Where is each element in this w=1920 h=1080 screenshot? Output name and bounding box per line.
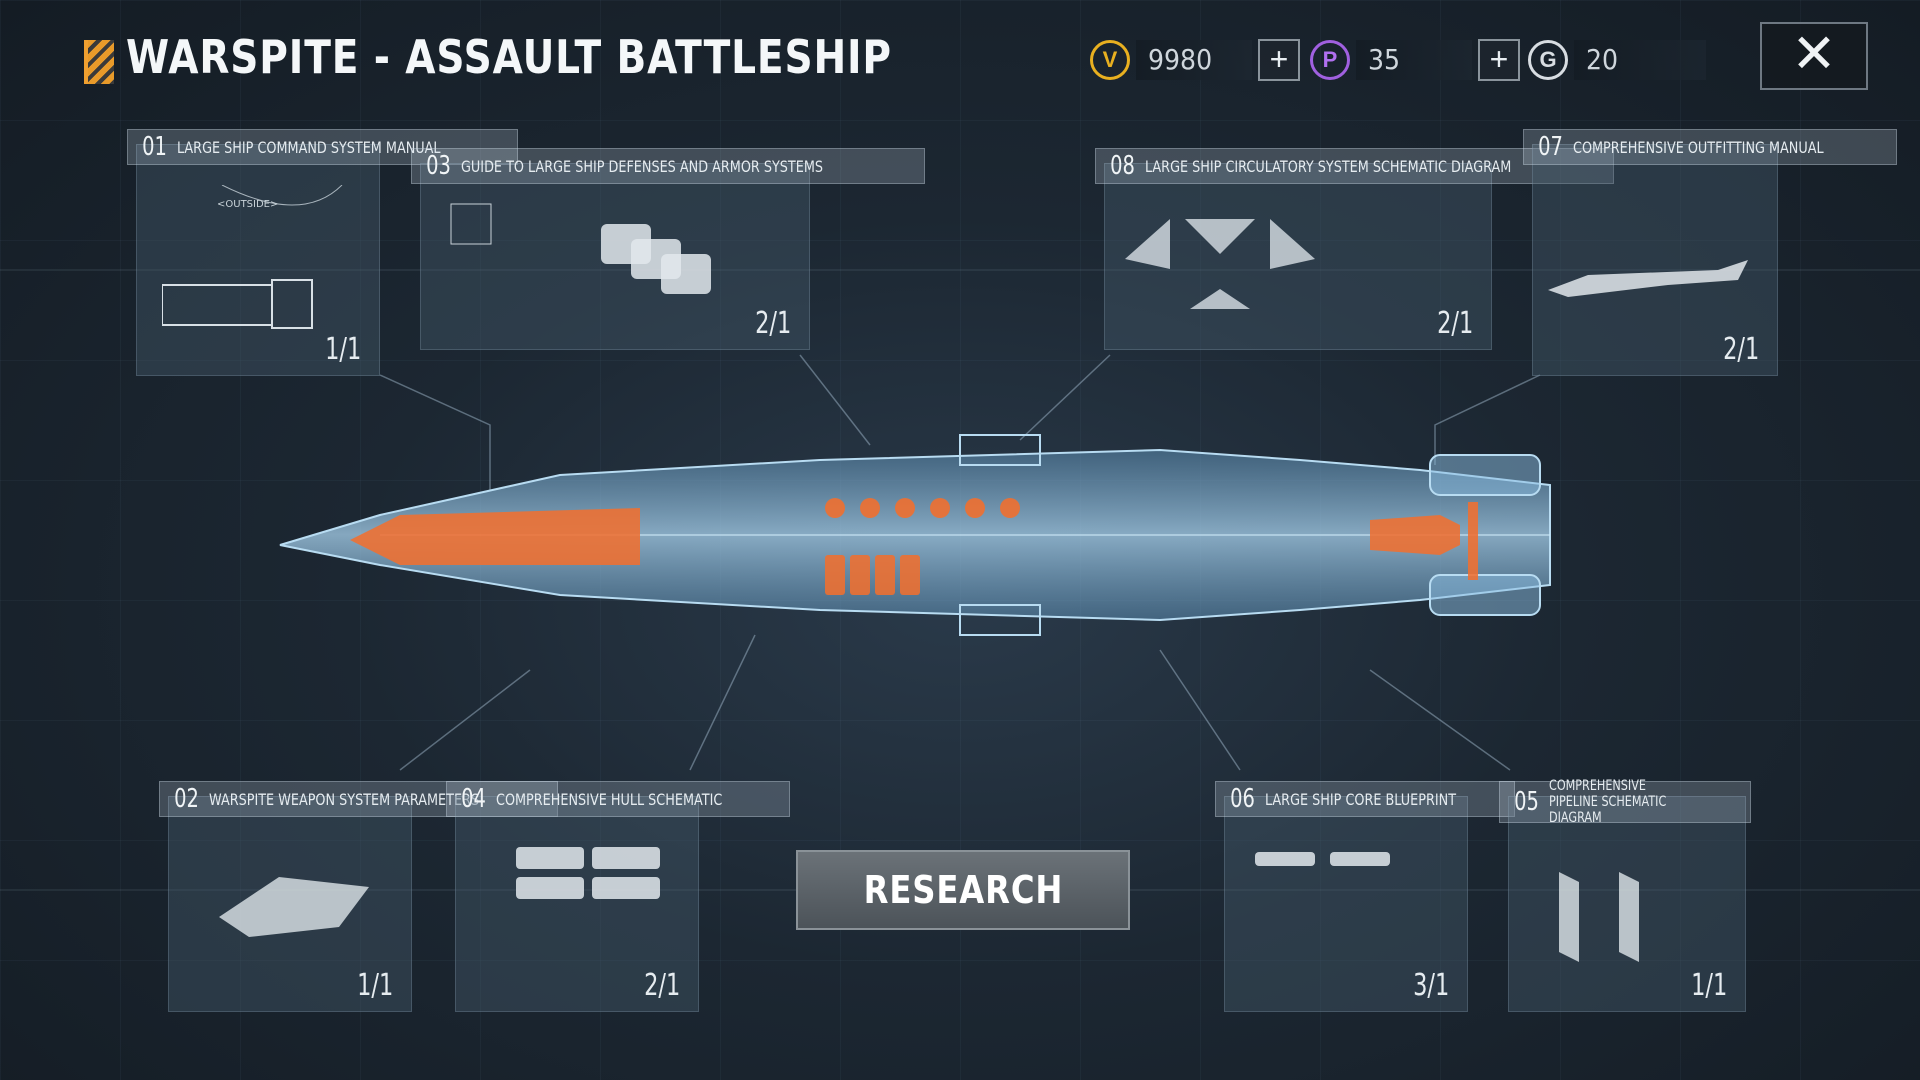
card-07[interactable]: 07 COMPREHENSIVE OUTFITTING MANUAL 2/1 — [1523, 129, 1898, 376]
add-premium-button[interactable]: + — [1478, 39, 1520, 81]
card-02[interactable]: 02 WARSPITE WEAPON SYSTEM PARAMETERS 1/1 — [159, 781, 558, 1012]
card-count: 2/1 — [1436, 306, 1473, 341]
card-count: 1/1 — [324, 332, 361, 367]
svg-text:<OUTSIDE>: <OUTSIDE> — [217, 199, 278, 210]
card-count: 1/1 — [1690, 968, 1727, 1003]
card-number: 02 — [174, 784, 199, 814]
card-number: 05 — [1514, 787, 1539, 817]
card-count: 2/1 — [643, 968, 680, 1003]
highlight-engine-core — [1370, 515, 1460, 555]
command-manual-thumbnail: <OUTSIDE> — [162, 185, 343, 329]
card-header: 07 COMPREHENSIVE OUTFITTING MANUAL — [1523, 129, 1898, 165]
card-count: 3/1 — [1412, 968, 1449, 1003]
pipeline-schematic-thumbnail — [1559, 872, 1639, 962]
card-header: 08 LARGE SHIP CIRCULATORY SYSTEM SCHEMATI… — [1095, 148, 1614, 184]
card-header: 05 COMPREHENSIVE PIPELINE SCHEMATIC DIAGR… — [1499, 778, 1751, 826]
card-header: 03 GUIDE TO LARGE SHIP DEFENSES AND ARMOR… — [411, 148, 925, 184]
card-count: 2/1 — [754, 306, 791, 341]
premium-p-icon: P — [1310, 40, 1350, 80]
weapon-parameters-thumbnail — [219, 877, 369, 937]
card-label: LARGE SHIP CORE BLUEPRINT — [1265, 789, 1457, 809]
hull-schematic-thumbnail — [516, 847, 660, 899]
coin-icon: V — [1090, 40, 1130, 80]
core-blueprint-thumbnail — [1255, 852, 1390, 866]
card-label: LARGE SHIP CIRCULATORY SYSTEM SCHEMATIC … — [1145, 156, 1512, 176]
outfitting-manual-thumbnail — [1548, 260, 1748, 297]
card-01[interactable]: 01 LARGE SHIP COMMAND SYSTEM MANUAL <OUTS… — [127, 129, 518, 376]
card-header: 06 LARGE SHIP CORE BLUEPRINT — [1215, 781, 1515, 817]
resource-icon: G — [1528, 40, 1568, 80]
premium-currency: P 35 + — [1310, 38, 1520, 82]
card-number: 08 — [1110, 151, 1135, 181]
armor-systems-thumbnail — [450, 203, 711, 294]
card-label: COMPREHENSIVE PIPELINE SCHEMATIC DIAGRAM — [1549, 778, 1667, 826]
card-number: 01 — [142, 132, 167, 162]
title-accent-stripe — [84, 40, 114, 84]
card-04[interactable]: 04 COMPREHENSIVE HULL SCHEMATIC 2/1 — [446, 781, 790, 1012]
card-number: 06 — [1230, 784, 1255, 814]
card-header: 01 LARGE SHIP COMMAND SYSTEM MANUAL — [127, 129, 518, 165]
close-button[interactable]: ✕ — [1760, 22, 1868, 90]
card-label: COMPREHENSIVE OUTFITTING MANUAL — [1573, 137, 1824, 157]
gold-amount: 9980 — [1136, 40, 1252, 80]
gold-currency: V 9980 + — [1090, 38, 1300, 82]
research-label: RESEARCH — [863, 868, 1063, 912]
card-03[interactable]: 03 GUIDE TO LARGE SHIP DEFENSES AND ARMOR… — [411, 148, 925, 350]
resource-amount: 20 — [1574, 40, 1706, 80]
highlight-bow-module — [350, 508, 640, 565]
card-count: 1/1 — [356, 968, 393, 1003]
card-06[interactable]: 06 LARGE SHIP CORE BLUEPRINT 3/1 — [1215, 781, 1515, 1012]
highlight-reactor-nodes — [825, 498, 1020, 518]
card-05[interactable]: 05 COMPREHENSIVE PIPELINE SCHEMATIC DIAGR… — [1499, 778, 1751, 1012]
resource-currency: G 20 — [1528, 38, 1706, 82]
card-count: 2/1 — [1722, 332, 1759, 367]
circulatory-schematic-thumbnail — [1125, 219, 1315, 309]
highlight-engine-fin — [1468, 502, 1478, 580]
page-title: WARSPITE - ASSAULT BATTLESHIP — [126, 30, 892, 84]
research-button[interactable]: RESEARCH — [796, 850, 1130, 930]
card-header: 04 COMPREHENSIVE HULL SCHEMATIC — [446, 781, 790, 817]
battleship-blueprint — [279, 434, 1551, 636]
premium-amount: 35 — [1356, 40, 1472, 80]
card-header: 02 WARSPITE WEAPON SYSTEM PARAMETERS — [159, 781, 558, 817]
card-08[interactable]: 08 LARGE SHIP CIRCULATORY SYSTEM SCHEMATI… — [1095, 148, 1614, 350]
card-label: WARSPITE WEAPON SYSTEM PARAMETERS — [209, 789, 480, 809]
card-number: 07 — [1538, 132, 1563, 162]
highlight-cargo-modules — [825, 555, 920, 595]
card-label: GUIDE TO LARGE SHIP DEFENSES AND ARMOR S… — [461, 156, 824, 176]
card-label: COMPREHENSIVE HULL SCHEMATIC — [496, 789, 723, 809]
card-label: LARGE SHIP COMMAND SYSTEM MANUAL — [177, 137, 441, 157]
card-number: 03 — [426, 151, 451, 181]
card-number: 04 — [461, 784, 486, 814]
add-gold-button[interactable]: + — [1258, 39, 1300, 81]
